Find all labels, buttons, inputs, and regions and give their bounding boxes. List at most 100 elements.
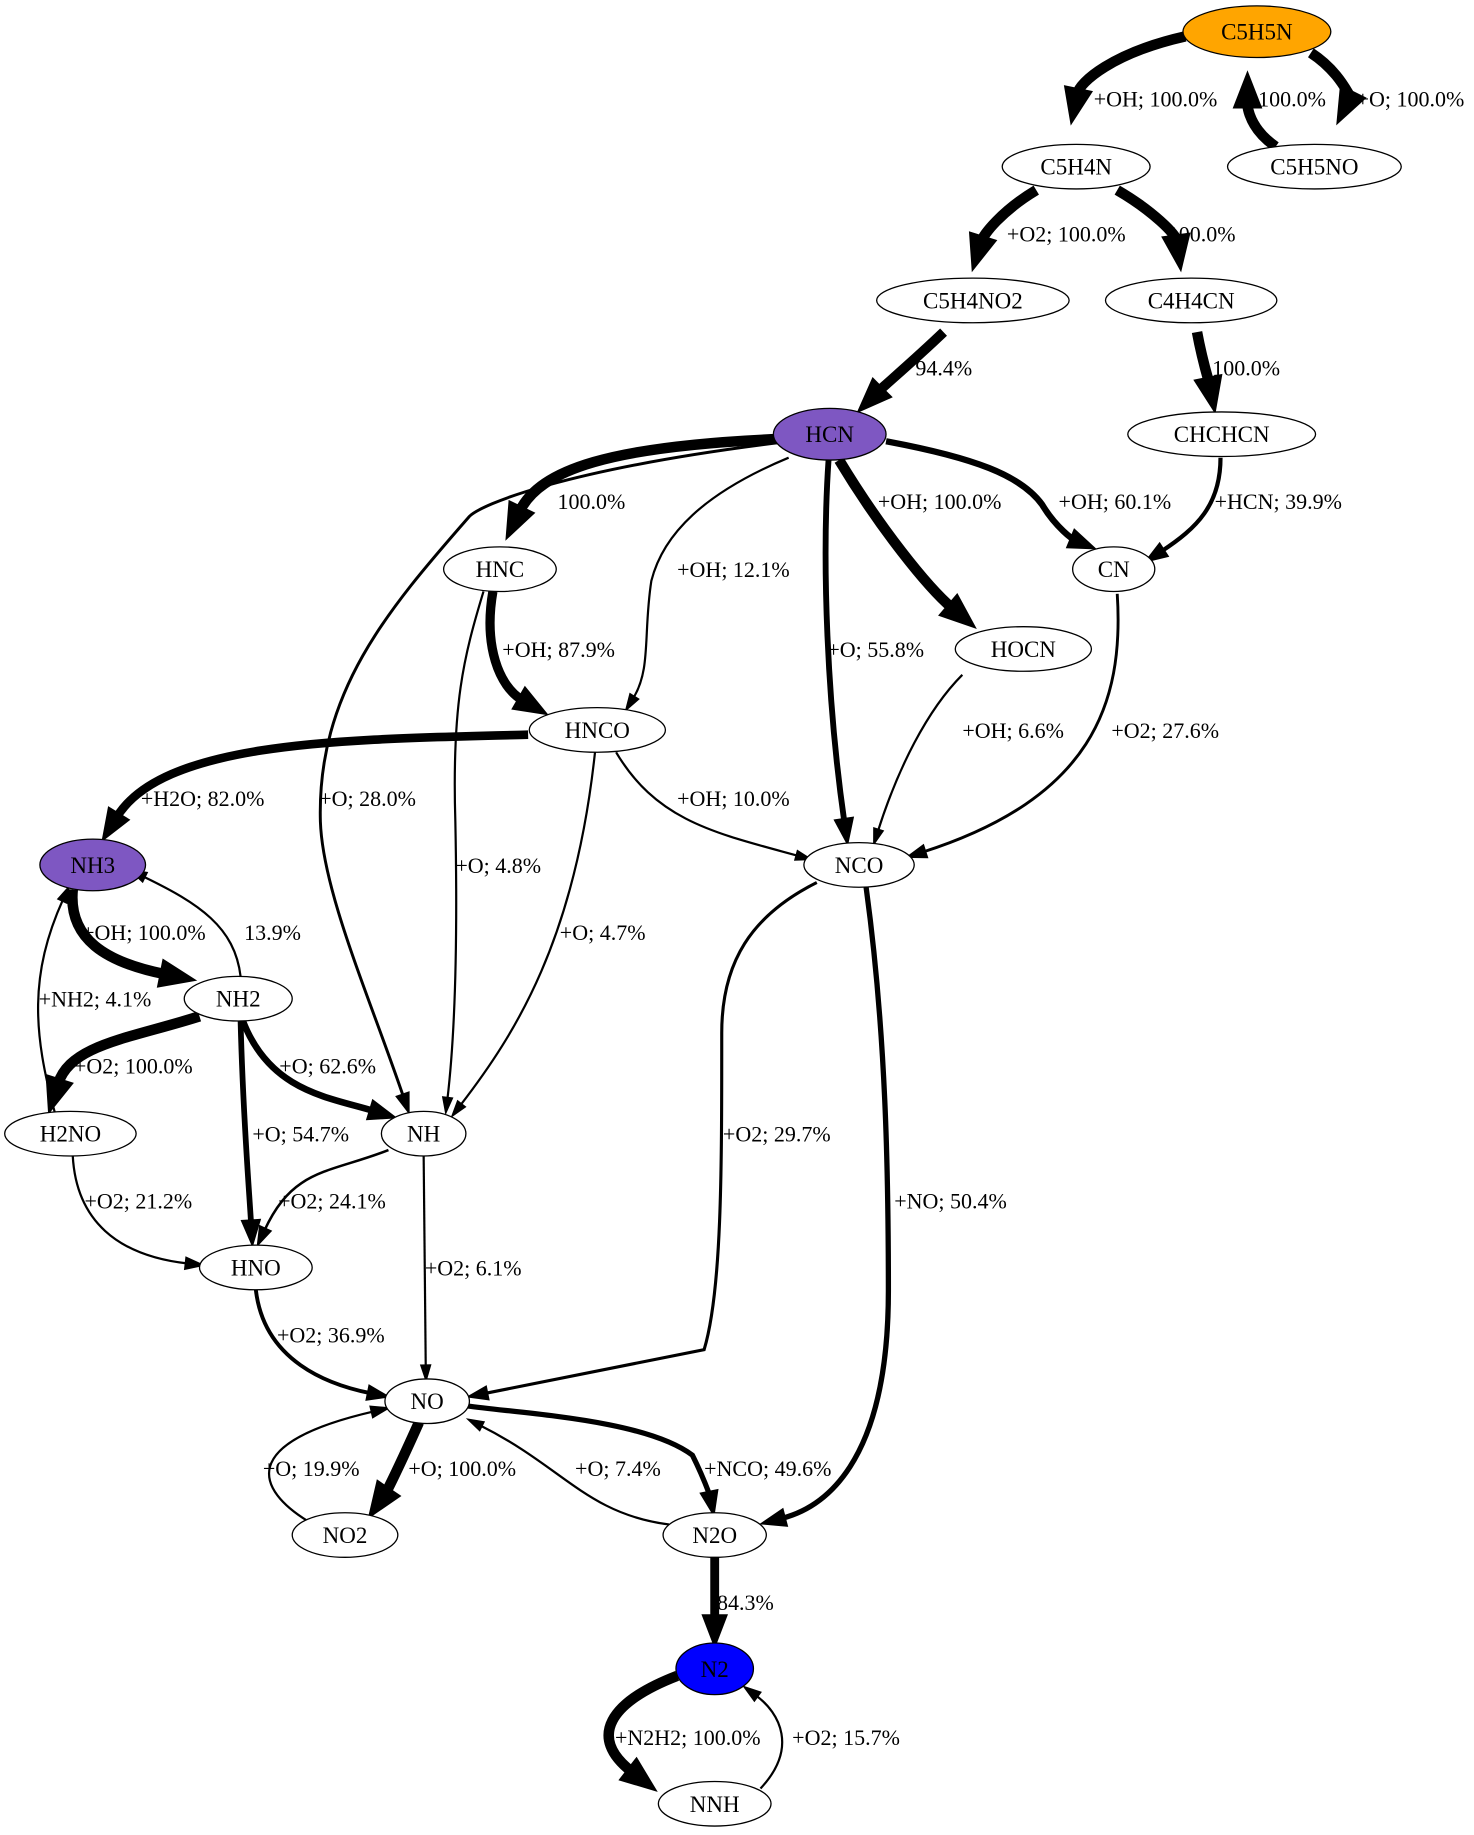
edge-hcn-to-cn bbox=[885, 438, 1098, 550]
node-label: NNH bbox=[690, 1792, 740, 1817]
edge-line bbox=[318, 440, 781, 1098]
edge-label-nh2-to-nh3: 13.9% bbox=[244, 920, 301, 945]
node-ellipse bbox=[384, 1378, 471, 1425]
edge-line bbox=[484, 881, 818, 1395]
node-label: N2 bbox=[701, 1657, 729, 1682]
node-ellipse bbox=[291, 1512, 399, 1558]
node-chchcn: CHCHCN bbox=[1127, 411, 1317, 458]
edge-line bbox=[1160, 457, 1223, 554]
edge-label-hnc-to-hnco: +OH; 87.9% bbox=[502, 637, 615, 662]
edge-line bbox=[263, 1148, 389, 1232]
edge-label-no2-to-no: +O; 19.9% bbox=[263, 1456, 360, 1481]
edge-label-n2o-to-no: +O; 7.4% bbox=[575, 1456, 661, 1481]
edge-hnc-to-hnco bbox=[485, 590, 549, 716]
edge-arrowhead bbox=[365, 1384, 392, 1401]
edge-arrowhead bbox=[1193, 373, 1223, 415]
node-label: CHCHCN bbox=[1174, 422, 1270, 447]
edge-label-hcn-to-hnc: 100.0% bbox=[557, 489, 625, 514]
edge-arrowhead bbox=[1232, 70, 1263, 109]
edge-arrowhead bbox=[699, 1488, 719, 1518]
edge-label-hcn-to-hocn: +OH; 100.0% bbox=[878, 489, 1002, 514]
edge-arrowhead bbox=[365, 1098, 398, 1121]
node-ellipse bbox=[1104, 277, 1278, 324]
node-c5h4no2: C5H4NO2 bbox=[876, 277, 1070, 324]
edge-arrowhead bbox=[742, 1685, 762, 1703]
node-label: NH bbox=[407, 1122, 440, 1147]
node-label: C4H4CN bbox=[1148, 288, 1235, 313]
node-label: NO bbox=[411, 1389, 444, 1414]
node-ellipse bbox=[662, 1512, 767, 1558]
edge-cn-to-nco bbox=[904, 593, 1120, 859]
edge-arrowhead bbox=[505, 499, 536, 541]
edge-hcn-to-hnco bbox=[624, 456, 790, 713]
node-ellipse bbox=[442, 546, 557, 593]
edge-line bbox=[52, 1011, 202, 1086]
edge-arrowhead bbox=[968, 231, 998, 273]
edge-arrowhead bbox=[904, 843, 929, 859]
node-ellipse bbox=[954, 626, 1093, 672]
edge-arrowhead bbox=[369, 1405, 392, 1419]
edge-label-n2-to-nnh: +N2H2; 100.0% bbox=[615, 1725, 761, 1750]
node-cn: CN bbox=[1071, 546, 1156, 593]
node-h2no: H2NO bbox=[4, 1110, 137, 1157]
edge-label-c5h4n-to-c5h4no2: +O2; 100.0% bbox=[1007, 222, 1126, 247]
edge-arrowhead bbox=[701, 1614, 729, 1650]
node-label: NH2 bbox=[216, 987, 261, 1012]
edge-arrowhead bbox=[1063, 85, 1094, 126]
edge-line bbox=[459, 752, 597, 1107]
edge-no2-to-no bbox=[267, 1405, 392, 1522]
edge-c5h5no-to-c5h5n bbox=[1232, 70, 1279, 151]
node-nh: NH bbox=[380, 1110, 467, 1157]
edge-label-hcn-to-cn: +OH; 60.1% bbox=[1059, 489, 1172, 514]
edge-label-h2no-to-hno: +O2; 21.2% bbox=[84, 1189, 192, 1214]
node-label: HNO bbox=[231, 1255, 281, 1280]
edge-label-n2o-to-n2: 84.3% bbox=[717, 1590, 774, 1615]
edge-label-no-to-no2: +O; 100.0% bbox=[408, 1456, 516, 1481]
node-hcn: HCN bbox=[772, 407, 887, 461]
node-label: C5H5N bbox=[1221, 20, 1293, 45]
node-label: H2NO bbox=[40, 1122, 101, 1147]
node-hocn: HOCN bbox=[954, 626, 1093, 672]
edge-line bbox=[466, 1403, 713, 1498]
edge-line bbox=[1191, 331, 1215, 384]
edge-arrowhead bbox=[833, 816, 855, 847]
edge-hno-to-no bbox=[253, 1289, 392, 1401]
edge-c5h5n-to-c5h5no bbox=[1307, 48, 1367, 126]
node-nh2: NH2 bbox=[183, 975, 293, 1022]
node-nh3: NH3 bbox=[39, 838, 147, 892]
edge-arrowhead bbox=[367, 1479, 402, 1520]
edge-n2-to-nnh bbox=[603, 1670, 680, 1792]
edge-chchcn-to-cn bbox=[1143, 457, 1223, 564]
edge-label-hno-to-no: +O2; 36.9% bbox=[277, 1322, 385, 1347]
edge-arrowhead bbox=[441, 1096, 454, 1116]
node-label: C5H4N bbox=[1040, 155, 1112, 180]
edge-arrowhead bbox=[873, 826, 885, 847]
edge-label-no-to-n2o: +NCO; 49.6% bbox=[704, 1456, 831, 1481]
node-hnco: HNCO bbox=[528, 707, 667, 753]
node-label: NCO bbox=[835, 853, 884, 878]
edge-arrowhead bbox=[1161, 232, 1191, 273]
edge-n2o-to-no bbox=[465, 1418, 670, 1526]
edge-label-hnco-to-nco: +OH; 10.0% bbox=[677, 786, 790, 811]
edge-c4h4cn-to-chchcn bbox=[1191, 331, 1223, 415]
edge-c5h4no2-to-hcn bbox=[856, 328, 947, 414]
edge-line bbox=[485, 590, 526, 705]
edge-nh2-to-nh bbox=[239, 1019, 398, 1121]
edge-line bbox=[876, 674, 964, 832]
edge-arrowhead bbox=[45, 1073, 74, 1115]
edge-hcn-to-nco bbox=[822, 459, 855, 847]
edge-label-chchcn-to-cn: +HCN; 39.9% bbox=[1215, 489, 1342, 514]
edge-arrowhead bbox=[419, 1364, 432, 1383]
edge-line bbox=[922, 593, 1120, 854]
node-ellipse bbox=[675, 1642, 755, 1696]
node-c5h5n: C5H5N bbox=[1182, 5, 1332, 59]
node-hnc: HNC bbox=[442, 546, 557, 593]
edge-c5h4n-to-c5h4no2 bbox=[968, 185, 1039, 273]
edge-labels-layer: +OH; 100.0%100.0%+O; 100.0%+O2; 100.0%10… bbox=[39, 87, 1465, 1750]
edge-nh2-to-h2no bbox=[45, 1011, 202, 1115]
edge-c5h5n-to-c5h4n bbox=[1063, 31, 1187, 126]
edge-label-nh3-to-nh2: +OH; 100.0% bbox=[82, 920, 206, 945]
edge-line bbox=[142, 875, 242, 977]
node-label: C5H4NO2 bbox=[923, 288, 1023, 313]
edge-hocn-to-nco bbox=[873, 674, 964, 847]
